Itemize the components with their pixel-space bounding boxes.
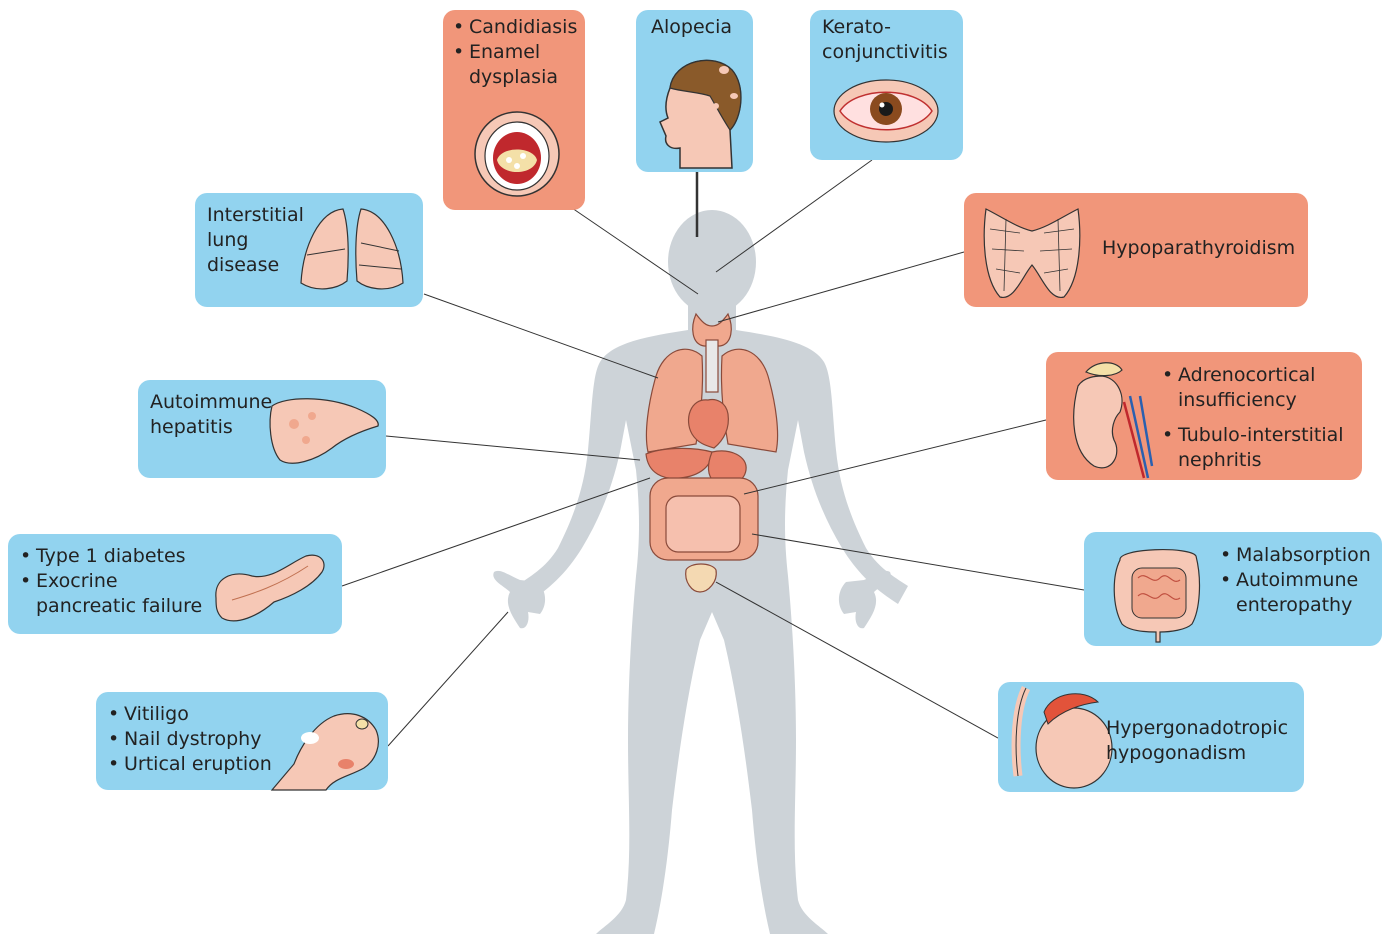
liver-icon xyxy=(266,390,382,470)
pancreas-callout: Type 1 diabetes Exocrine pancreatic fail… xyxy=(8,534,342,634)
pancreas-finding: Exocrine pancreatic failure xyxy=(20,569,202,619)
gonad-callout: Hypergonadotropic hypogonadism xyxy=(998,682,1304,792)
lung-connector xyxy=(424,294,658,378)
skin-connector xyxy=(388,612,508,746)
adrenal-findings: Adrenocortical insufficiency Tubulo-inte… xyxy=(1162,363,1344,473)
mouth-finding: Enamel dysplasia xyxy=(453,40,577,90)
eye-icon xyxy=(832,78,940,144)
adrenal-finding: Adrenocortical insufficiency xyxy=(1162,363,1344,413)
testis-icon xyxy=(1012,684,1114,790)
pancreas-findings: Type 1 diabetes Exocrine pancreatic fail… xyxy=(20,544,202,619)
skin-finding: Nail dystrophy xyxy=(108,727,272,752)
mouth-callout: Candidiasis Enamel dysplasia xyxy=(443,10,585,210)
gonad-label: Hypergonadotropic hypogonadism xyxy=(1106,716,1288,766)
mouth-findings: Candidiasis Enamel dysplasia xyxy=(453,15,577,90)
pancreas-connector xyxy=(342,478,650,586)
alopecia-label: Alopecia xyxy=(651,15,732,40)
head-alopecia-icon xyxy=(650,48,750,168)
adrenal-finding: Tubulo-interstitial nephritis xyxy=(1162,423,1344,473)
intestine-callout: Malabsorption Autoimmune enteropathy xyxy=(1084,532,1382,646)
eye-connector xyxy=(716,160,872,272)
liver-callout: Autoimmune hepatitis xyxy=(138,380,386,478)
keratoconjunctivitis-label: Kerato- conjunctivitis xyxy=(822,15,948,65)
hand-icon xyxy=(272,694,384,790)
alopecia-callout: Alopecia xyxy=(636,10,753,172)
skin-finding: Vitiligo xyxy=(108,702,272,727)
kidney-adrenal-icon xyxy=(1068,356,1152,478)
keratoconjunctivitis-callout: Kerato- conjunctivitis xyxy=(810,10,963,160)
skin-finding: Urtical eruption xyxy=(108,752,272,777)
skin-callout: Vitiligo Nail dystrophy Urtical eruption xyxy=(96,692,388,790)
liver-label: Autoimmune hepatitis xyxy=(150,390,272,440)
open-mouth-icon xyxy=(473,108,561,200)
small-intestine-organ xyxy=(666,496,740,552)
thyroid-icon xyxy=(980,199,1084,303)
adrenal-callout: Adrenocortical insufficiency Tubulo-inte… xyxy=(1046,352,1362,480)
intestine-finding: Autoimmune enteropathy xyxy=(1220,568,1371,618)
mouth-finding: Candidiasis xyxy=(453,15,577,40)
intestine-icon xyxy=(1106,540,1206,642)
pancreas-icon xyxy=(208,542,330,628)
lung-label: Interstitial lung disease xyxy=(207,203,304,278)
pancreas-finding: Type 1 diabetes xyxy=(20,544,202,569)
parathyroid-label: Hypoparathyroidism xyxy=(1102,236,1295,261)
intestine-connector xyxy=(752,534,1084,590)
intestine-findings: Malabsorption Autoimmune enteropathy xyxy=(1220,543,1371,618)
lungs-icon xyxy=(297,203,407,295)
lung-callout: Interstitial lung disease xyxy=(195,193,423,307)
intestine-finding: Malabsorption xyxy=(1220,543,1371,568)
skin-findings: Vitiligo Nail dystrophy Urtical eruption xyxy=(108,702,272,777)
parathyroid-callout: Hypoparathyroidism xyxy=(964,193,1308,307)
trachea xyxy=(706,340,718,392)
